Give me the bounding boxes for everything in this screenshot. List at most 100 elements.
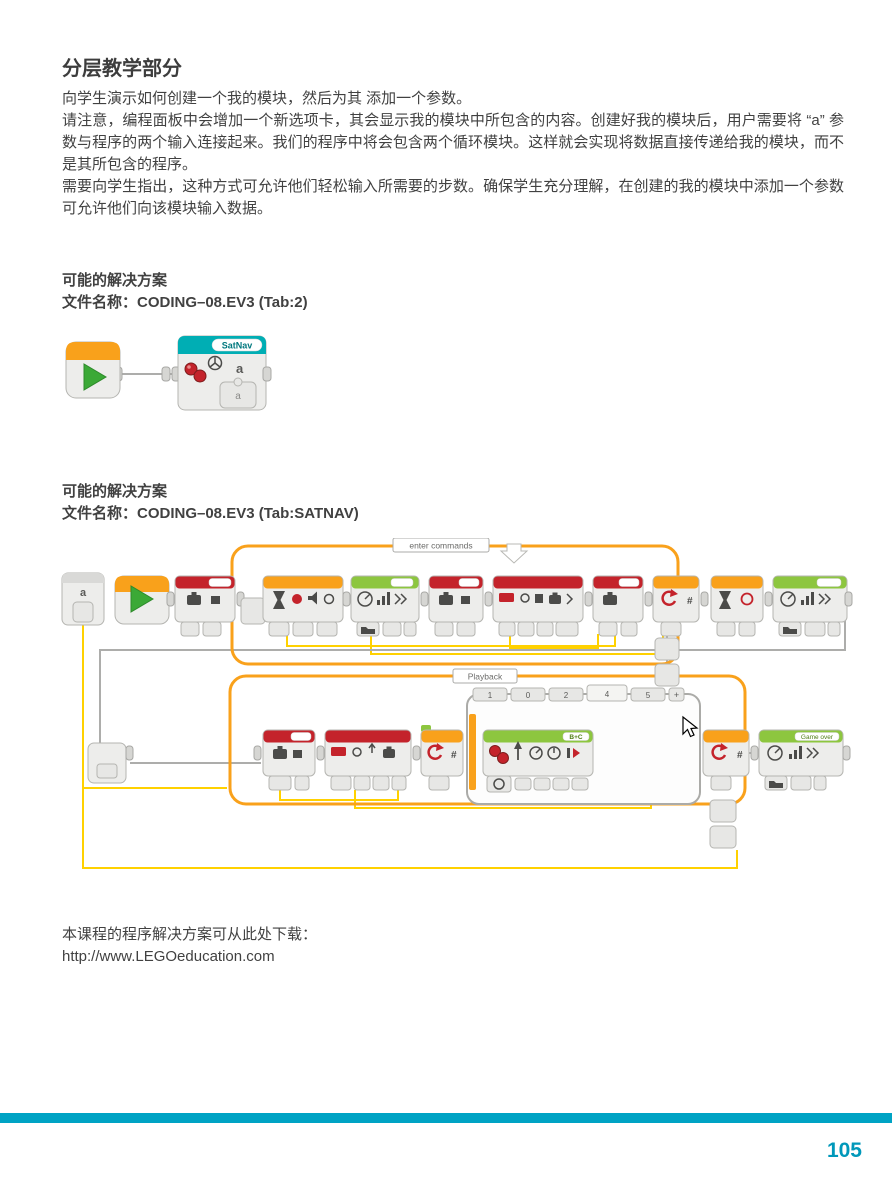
power-dial-icon <box>529 746 543 760</box>
switch-case-tab: 2 <box>564 691 569 700</box>
loop-index-slot <box>240 597 266 625</box>
download-section: 本课程的程序解决方案可从此处下载： http://www.LEGOeducati… <box>62 924 317 968</box>
ev3-wait-block <box>262 575 344 637</box>
ev3-myblock-satnav: SatNav a a <box>177 335 267 411</box>
loop2-label-box <box>452 668 518 684</box>
motor-icon <box>184 362 207 383</box>
play-icon <box>130 585 154 613</box>
dial-icon <box>780 591 796 607</box>
volume-bars-icon <box>377 592 390 605</box>
loop-arrow-icon <box>711 744 727 760</box>
chevrons-icon <box>394 593 408 605</box>
wire-plug <box>709 825 737 849</box>
connector-nub <box>161 366 171 382</box>
ev3-loop-interrupt-block: # <box>652 575 700 637</box>
ev3-wait-block <box>710 575 764 637</box>
ev3-array-operations-block <box>324 729 412 791</box>
hash-icon: # <box>737 750 743 761</box>
loop-entry-slot <box>87 742 127 784</box>
folder-icon <box>769 781 783 788</box>
hourglass-icon <box>273 591 285 609</box>
loop-arrow-icon <box>661 590 677 606</box>
motor-ports-text: B+C <box>569 734 582 741</box>
wire-plug <box>654 663 680 687</box>
sound-file-tag: Game over <box>801 734 834 741</box>
connector-nub <box>750 745 759 761</box>
dial-icon <box>767 745 783 761</box>
folder-icon <box>361 627 375 634</box>
ev3-sound-block-final: Game over <box>758 729 844 791</box>
write-icon <box>535 594 543 603</box>
hourglass-icon <box>719 591 731 609</box>
ev3-loop-block-small: # <box>420 725 464 791</box>
data-wire-yellow <box>82 624 738 869</box>
loop-arrow-icon <box>427 744 443 760</box>
play-icon <box>83 363 107 391</box>
switch-case-tab-selected: 4 <box>605 690 610 699</box>
steering-wheel-icon <box>207 355 223 371</box>
chevrons-icon <box>806 747 820 759</box>
download-text: 本课程的程序解决方案可从此处下载： <box>62 926 318 943</box>
switch-case-tab: 0 <box>526 691 531 700</box>
data-wire-yellow <box>286 634 616 647</box>
connector-nub <box>584 591 593 607</box>
ev3-variable-block <box>428 575 484 637</box>
port-tab <box>486 775 512 793</box>
folder-icon <box>783 627 797 634</box>
myblock-param-slot: a <box>219 377 257 409</box>
record-icon <box>292 594 302 604</box>
connector-nub <box>420 591 429 607</box>
param-slot-text: a <box>235 391 241 402</box>
compare-icon <box>740 592 754 606</box>
switch-add-case-tab: + <box>674 690 679 700</box>
connector-nub <box>412 745 421 761</box>
mouse-cursor-icon <box>682 715 699 738</box>
connector-nub <box>764 591 773 607</box>
connector-nub <box>253 745 262 761</box>
chevron-icon <box>566 593 574 605</box>
wire-plug <box>709 799 737 823</box>
solution2-file-line: 文件名称：CODING–08.EV3 (Tab:SATNAV) <box>62 505 359 522</box>
solution2-heading: 可能的解决方案 <box>62 483 168 500</box>
connector-nub <box>342 591 351 607</box>
connector-nub <box>262 366 272 382</box>
ev3-start-block <box>65 341 121 399</box>
footer-accent-bar <box>0 1113 892 1123</box>
briefcase-icon <box>439 592 453 605</box>
loop1-label-box <box>392 538 490 553</box>
ev3-switch-block: 1 0 2 4 5 + B+C <box>466 684 701 805</box>
loop2-label: Playback <box>468 672 503 682</box>
index-icon <box>368 742 376 753</box>
solution1-heading: 可能的解决方案 <box>62 272 168 289</box>
download-url-link[interactable]: http://www.LEGOeducation.com <box>62 948 275 965</box>
ev3-program2-canvas: enter commands Playback a <box>61 538 853 869</box>
motor-icon <box>489 745 509 764</box>
page-number: 105 <box>826 1139 862 1162</box>
button-icon <box>323 593 335 605</box>
ev3-variable-block <box>592 575 644 637</box>
rotations-icon <box>547 746 561 760</box>
volume-bars-icon <box>801 592 814 605</box>
ev3-sound-block <box>772 575 848 637</box>
solution1-heading-block: 可能的解决方案 文件名称：CODING–08.EV3 (Tab:2) <box>62 270 308 314</box>
connector-nub <box>166 591 175 607</box>
myblock-name-tag <box>211 338 263 352</box>
ev3-parameter-block-a: a <box>61 572 105 626</box>
data-wire-yellow <box>279 790 399 801</box>
ev3-program-satnav-definition: enter commands Playback a <box>55 538 890 893</box>
briefcase-icon <box>187 592 201 605</box>
connector-nub <box>316 745 325 761</box>
value-icon <box>211 596 220 604</box>
ev3-move-steering-block: B+C <box>482 729 594 793</box>
start-block-header <box>66 342 120 360</box>
speaker-icon <box>308 591 317 605</box>
loop-entry-arrow-icon <box>499 543 529 564</box>
read-icon <box>352 747 362 757</box>
intro-paragraph-3: 需要向学生指出，这种方式可允许他们轻松输入所需要的步数。确保学生充分理解，在创建… <box>62 178 844 217</box>
volume-bars-icon <box>789 746 802 759</box>
ev3-program1-canvas: SatNav a a <box>65 335 272 411</box>
intro-paragraph-1: 向学生演示如何创建一个我的模块，然后为其 添加一个参数。 <box>62 90 472 107</box>
connector-nub <box>842 745 851 761</box>
solution1-file-line: 文件名称：CODING–08.EV3 (Tab:2) <box>62 294 308 311</box>
